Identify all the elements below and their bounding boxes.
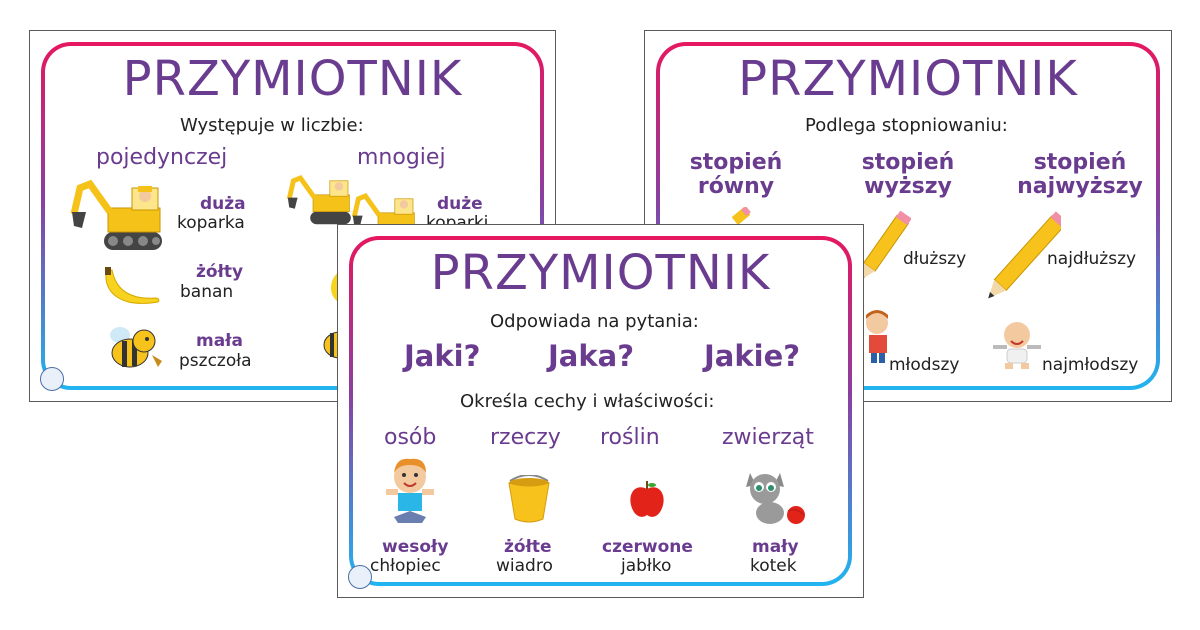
logo-stamp	[348, 565, 372, 589]
noun-label: banan	[180, 282, 234, 302]
bucket-icon	[508, 475, 550, 523]
banana-icon	[105, 267, 160, 304]
adjective-label: mała	[196, 331, 243, 351]
superlative-label: najmłodszy	[1042, 355, 1139, 375]
adjective-label: duże	[437, 194, 483, 214]
example-noun: jabłko	[621, 556, 672, 576]
comparative-label: młodszy	[889, 355, 960, 375]
excavator-icon	[70, 179, 162, 250]
example-adjective: mały	[752, 537, 799, 557]
page-title: PRZYMIOTNIK	[430, 245, 771, 301]
superlative-label: najdłuższy	[1047, 249, 1137, 269]
bee-icon	[323, 331, 340, 359]
boy-icon	[866, 310, 888, 363]
example-adjective: czerwone	[602, 537, 693, 557]
intro-text: Określa cechy i właściwości:	[460, 391, 715, 412]
question-label: Jakie?	[704, 339, 801, 373]
noun-label: pszczoła	[179, 351, 252, 371]
intro-text: Odpowiada na pytania:	[490, 311, 699, 332]
example-adjective: wesoły	[382, 537, 449, 557]
excavator-icon	[286, 175, 351, 225]
page-title: PRZYMIOTNIK	[122, 51, 463, 107]
intro-text: Podlega stopniowaniu:	[805, 115, 1008, 136]
example-noun: kotek	[750, 556, 797, 576]
example-noun: chłopiec	[370, 556, 441, 576]
adjective-label: żółty	[196, 262, 244, 282]
category-heading: osób	[384, 425, 437, 450]
boy-icon	[386, 458, 434, 523]
category-heading: roślin	[600, 425, 660, 450]
noun-label: koparka	[177, 213, 245, 233]
baby-icon	[993, 322, 1041, 369]
intro-text: Występuje w liczbie:	[180, 115, 364, 136]
example-noun: wiadro	[496, 556, 553, 576]
heading-singular: pojedynczej	[96, 145, 228, 170]
pencil-icon	[731, 207, 751, 225]
category-heading: rzeczy	[490, 425, 561, 450]
example-adjective: żółte	[504, 537, 552, 557]
question-label: Jaki?	[404, 339, 481, 373]
kitten-icon	[746, 473, 805, 524]
logo-stamp	[40, 367, 64, 391]
page-title: PRZYMIOTNIK	[738, 51, 1078, 107]
question-label: Jaka?	[548, 339, 635, 373]
heading-plural: mnogiej	[357, 145, 446, 170]
adjective-label: duża	[200, 194, 246, 214]
gradient-frame	[349, 236, 852, 586]
sheet-questions: PRZYMIOTNIK Odpowiada na pytania: Jaki? …	[337, 224, 864, 598]
category-heading: zwierząt	[722, 425, 814, 450]
apple-icon	[630, 481, 664, 517]
bee-icon	[110, 327, 162, 368]
pencil-icon	[988, 211, 1061, 299]
comparative-label: dłuższy	[903, 249, 967, 269]
